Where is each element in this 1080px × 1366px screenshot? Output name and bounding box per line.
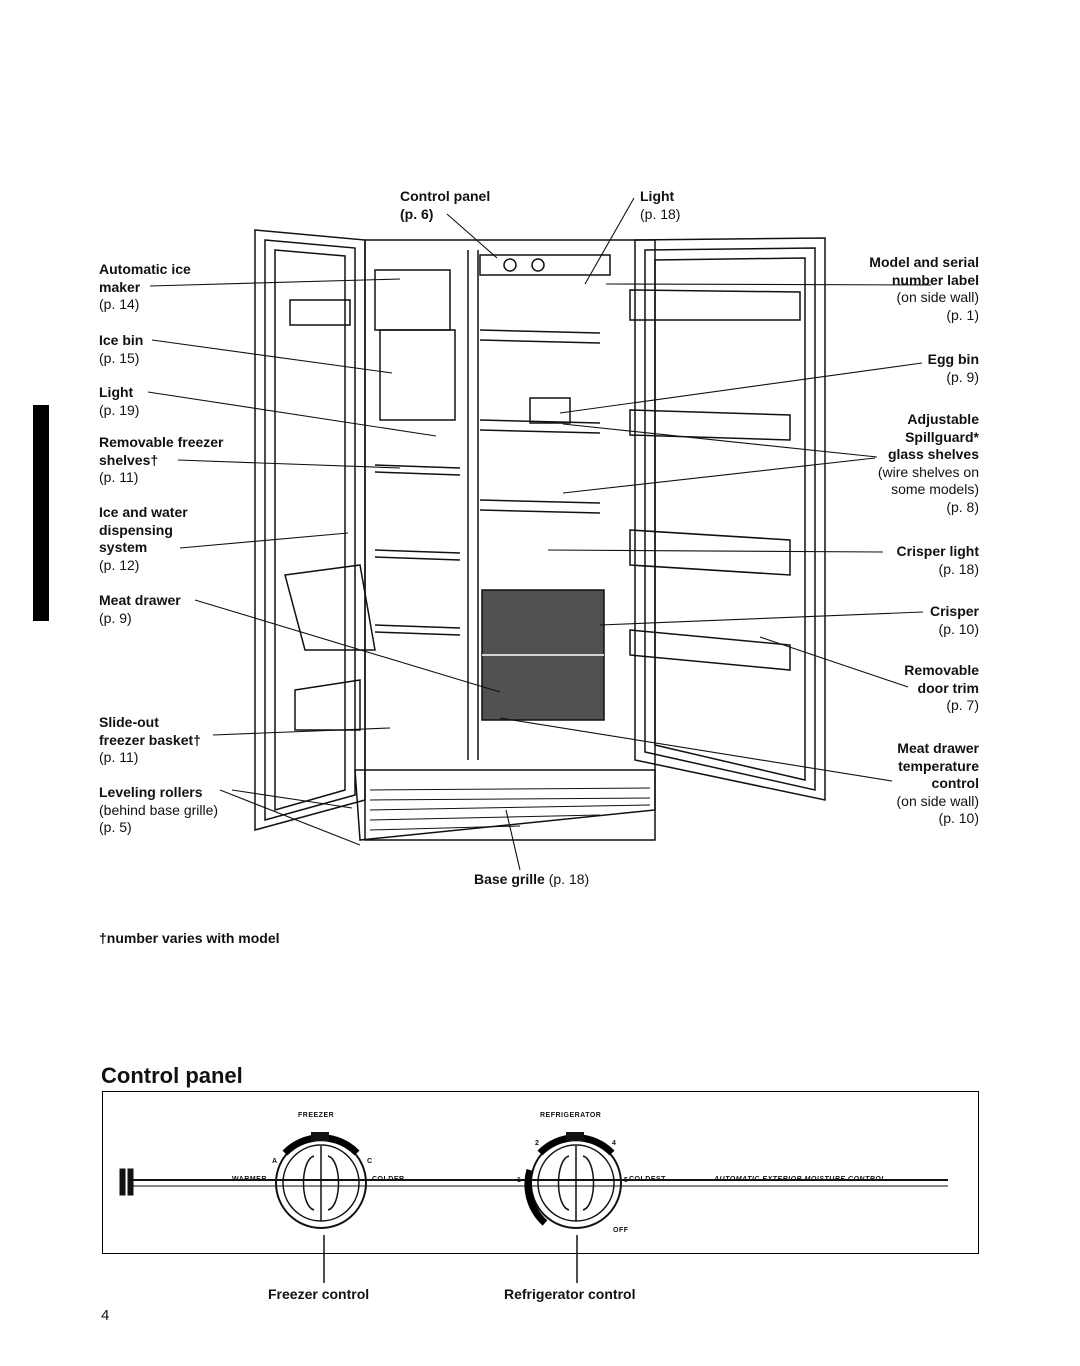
label-slide-out-freezer-basket: Slide-out freezer basket† (p. 11)	[99, 714, 201, 765]
label-adjustable-glass-shelves: Adjustable Spillguard* glass shelves (wi…	[877, 411, 979, 515]
fridge-mark-2: 2	[535, 1140, 540, 1147]
fridge-mark-1: 1	[517, 1177, 522, 1184]
section-heading: Control panel	[101, 1063, 243, 1088]
label-freezer-light: Light (p. 19)	[99, 384, 140, 418]
section-tab	[33, 405, 49, 621]
refrigerator-header: REFRIGERATOR	[540, 1112, 602, 1119]
colder-label: COLDER	[372, 1176, 405, 1183]
label-egg-bin: Egg bin (p. 9)	[927, 351, 979, 385]
warmer-label: WARMER	[232, 1176, 267, 1183]
label-control-panel: Control panel (p. 6)	[400, 188, 491, 222]
label-meat-drawer-temperature-control: Meat drawer temperature control (on side…	[896, 740, 979, 826]
label-automatic-ice-maker: Automatic ice maker (p. 14)	[99, 261, 191, 312]
label-removable-door-trim: Removable door trim (p. 7)	[904, 662, 979, 713]
off-label: OFF	[613, 1227, 629, 1234]
label-model-serial: Model and serial number label (on side w…	[869, 254, 979, 323]
label-base-grille: Base grille (p. 18)	[474, 871, 590, 887]
fridge-mark-5: 5	[624, 1177, 629, 1184]
freezer-mark-a: A	[272, 1158, 278, 1165]
refrigerator-control-caption: Refrigerator control	[504, 1286, 636, 1302]
label-crisper-light: Crisper light (p. 18)	[896, 543, 979, 577]
footnote: †number varies with model	[99, 930, 280, 946]
coldest-label: COLDEST	[629, 1176, 666, 1183]
label-meat-drawer: Meat drawer (p. 9)	[99, 592, 181, 626]
freezer-header: FREEZER	[298, 1112, 335, 1119]
label-leveling-rollers: Leveling rollers (behind base grille) (p…	[99, 784, 219, 835]
label-removable-freezer-shelves: Removable freezer shelves† (p. 11)	[99, 434, 224, 485]
freezer-mark-c: C	[367, 1158, 373, 1165]
page-number: 4	[101, 1307, 110, 1324]
moisture-control-label: AUTOMATIC EXTERIOR MOISTURE CONTROL	[714, 1176, 887, 1183]
label-ice-bin: Ice bin (p. 15)	[99, 332, 144, 366]
label-crisper: Crisper (p. 10)	[929, 603, 979, 637]
control-panel-box	[102, 1091, 979, 1254]
label-fridge-light: Light (p. 18)	[640, 188, 681, 222]
label-ice-water-dispensing: Ice and water dispensing system (p. 12)	[99, 504, 188, 573]
freezer-control-caption: Freezer control	[268, 1286, 370, 1302]
fridge-mark-4: 4	[612, 1140, 617, 1147]
